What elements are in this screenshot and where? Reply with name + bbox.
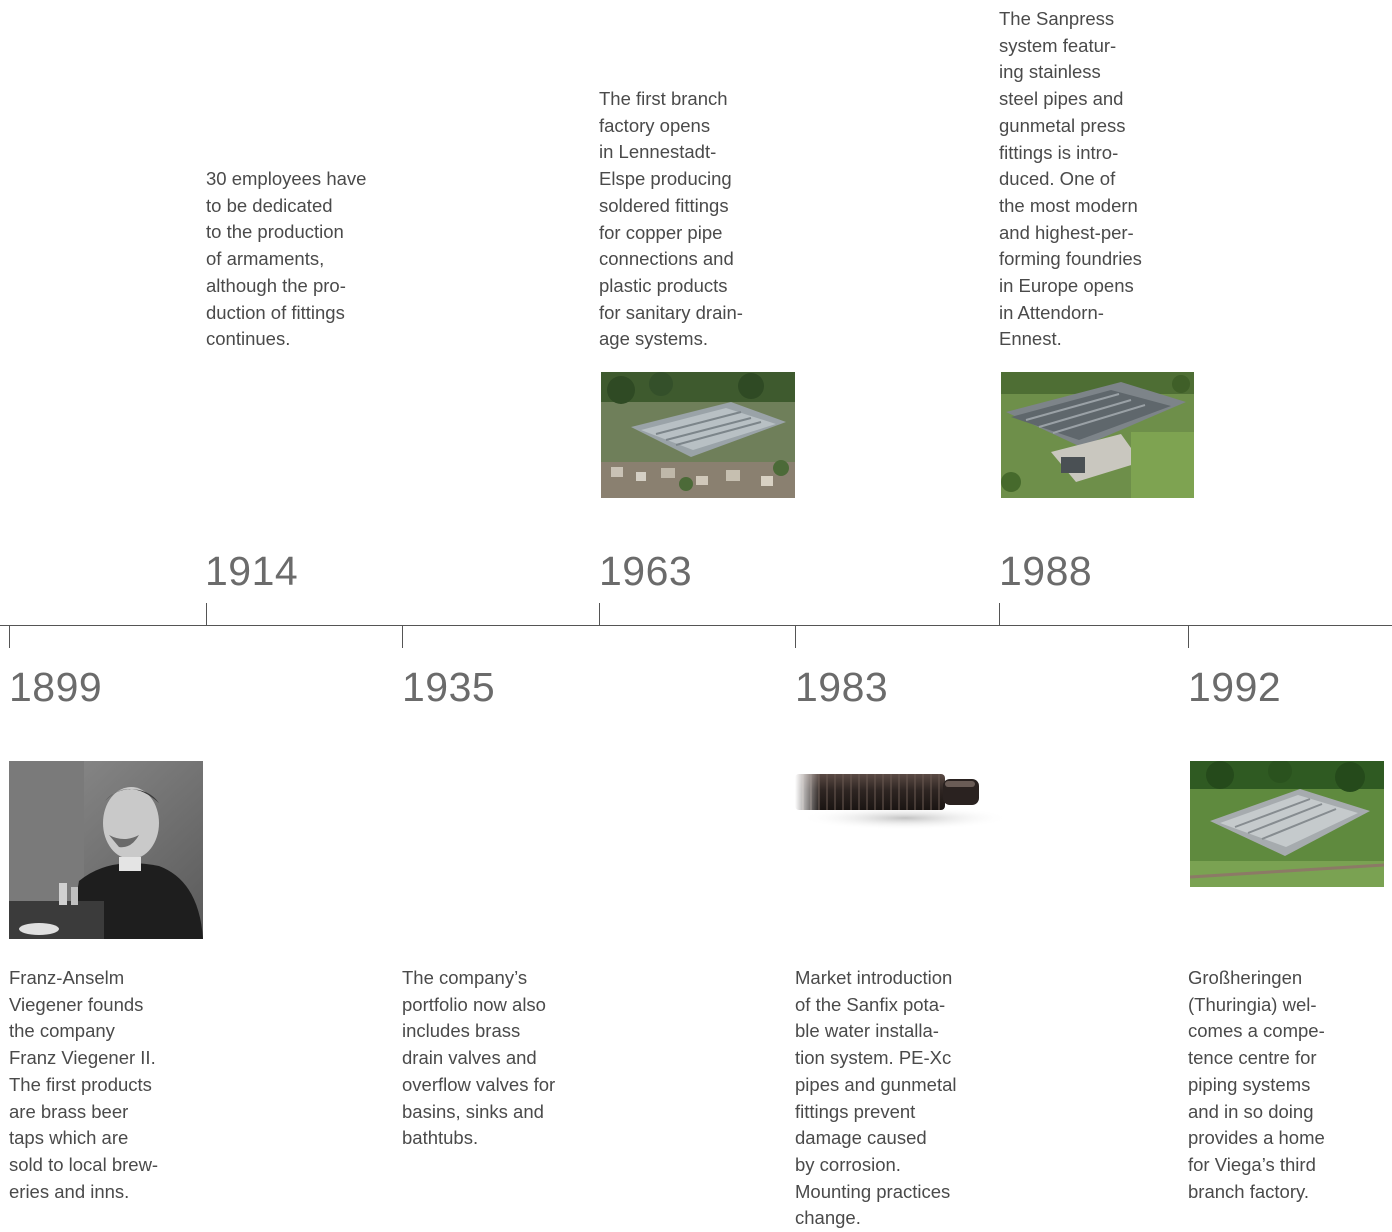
event-1935-text: The company’s portfolio now also include… [402, 967, 556, 1149]
event-1983-text: Market introduction of the Sanfix pota- … [795, 967, 957, 1229]
tick-1963 [599, 603, 600, 625]
event-1988-text: The Sanpress system featur- ing stainles… [999, 8, 1142, 350]
timeline-axis [0, 625, 1392, 626]
factory-elspe-photo [601, 372, 795, 498]
event-1935-year: 1935 [402, 664, 496, 710]
tick-1992 [1188, 626, 1189, 648]
factory-grossheringen-photo [1190, 761, 1384, 887]
event-1914-text: 30 employees have to be dedicated to the… [206, 168, 367, 350]
event-1988-year: 1988 [999, 548, 1093, 594]
event-1983-year: 1983 [795, 664, 889, 710]
event-1899-text: Franz-Anselm Viegener founds the company… [9, 967, 159, 1202]
tick-1988 [999, 603, 1000, 625]
event-1963-text: The first branch factory opens in Lennes… [599, 88, 743, 350]
event-1914-year: 1914 [205, 548, 299, 594]
tick-1899 [9, 626, 10, 648]
foundry-attendorn-photo [1001, 372, 1194, 498]
founder-portrait-photo [9, 761, 203, 939]
event-1992-text: Großheringen (Thuringia) wel- comes a co… [1188, 967, 1325, 1202]
event-1963-year: 1963 [599, 548, 693, 594]
tick-1914 [206, 603, 207, 625]
pipe-product-photo [795, 766, 1007, 842]
tick-1983 [795, 626, 796, 648]
tick-1935 [402, 626, 403, 648]
event-1992-year: 1992 [1188, 664, 1282, 710]
event-1899-year: 1899 [9, 664, 103, 710]
